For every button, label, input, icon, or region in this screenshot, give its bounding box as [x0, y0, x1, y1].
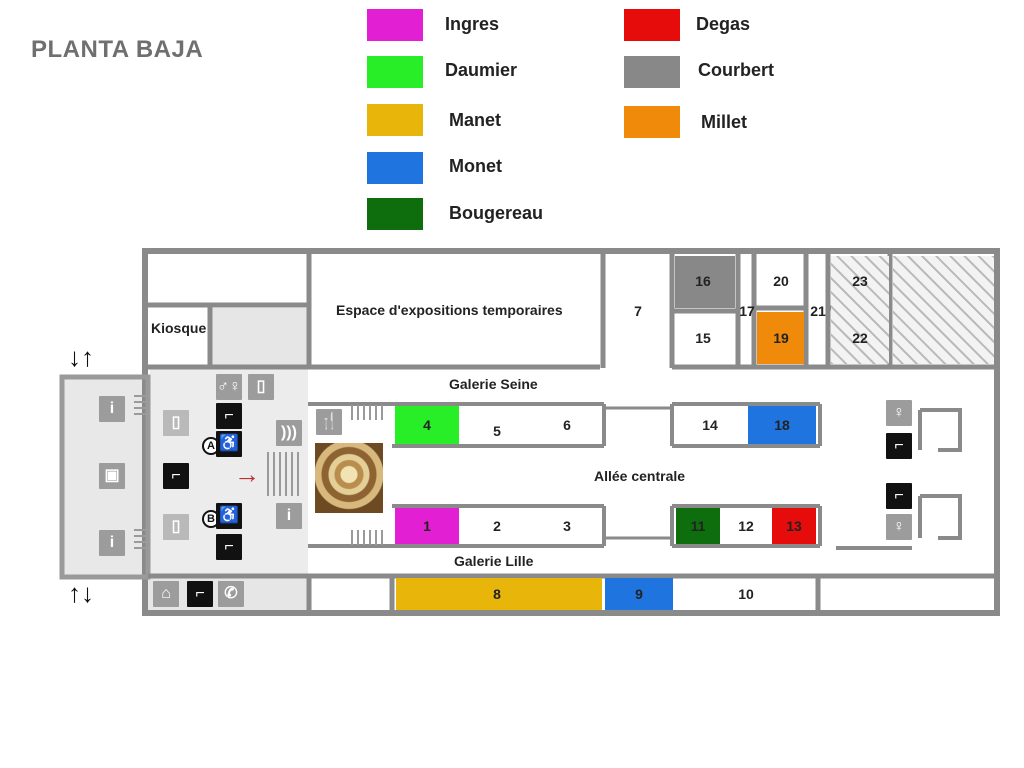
info-icon: i: [99, 396, 125, 422]
room-number-19: 19: [773, 330, 789, 346]
direction-arrow-icon: →: [234, 459, 260, 489]
room-number-16: 16: [695, 273, 711, 289]
room-1: [395, 508, 459, 544]
room-number-15: 15: [695, 330, 711, 346]
legend-swatch-courbert: [624, 56, 680, 88]
entrance-outline: [59, 374, 151, 580]
stairs-icon: ⌐: [216, 403, 242, 429]
up-down-arrows-top: ↓↑: [68, 342, 94, 372]
kiosque-side-room: [212, 308, 307, 366]
legend-swatch-millet: [624, 106, 680, 138]
room-number-5: 5: [493, 423, 501, 439]
room-number-2: 2: [493, 518, 501, 534]
room-number-9: 9: [635, 586, 643, 602]
elevator-accessible-icon: ♿: [216, 503, 242, 529]
area-label-temporary-exhibitions: Espace d'expositions temporaires: [336, 302, 563, 318]
legend-swatch-degas: [624, 9, 680, 41]
building-outline: [142, 248, 1000, 616]
room-13: [772, 508, 816, 544]
legend-label-daumier: Daumier: [445, 60, 518, 80]
legend-swatch-monet: [367, 152, 423, 184]
ticket-icon: ▯: [163, 410, 189, 436]
room-number-12: 12: [738, 518, 754, 534]
room-number-10: 10: [738, 586, 754, 602]
clock-painting-image: [315, 443, 383, 513]
legend-label-ingres: Ingres: [445, 14, 500, 34]
room-number-3: 3: [563, 518, 571, 534]
stairs-icon: ⌐: [216, 534, 242, 560]
elevator-accessible-icon: ♿: [216, 431, 242, 457]
room-number-14: 14: [702, 417, 718, 433]
room-number-13: 13: [786, 518, 802, 534]
room-number-4: 4: [423, 417, 431, 433]
room-number-11: 11: [690, 518, 706, 534]
room-number-21: 21: [810, 303, 826, 319]
info-icon: i: [276, 503, 302, 529]
legend-label-manet: Manet: [449, 110, 502, 130]
room-16: [675, 256, 735, 308]
toilets-icon: ♀: [886, 400, 912, 426]
audioguide-icon: ))): [276, 420, 302, 446]
room-number-8: 8: [493, 586, 501, 602]
room-number-17: 17: [739, 303, 755, 319]
page-title: PLANTA BAJA: [31, 36, 204, 63]
ticket-icon: ▯: [163, 514, 189, 540]
telephone-icon: ✆: [218, 581, 244, 607]
area-label-allee-centrale: Allée centrale: [594, 468, 686, 484]
hatched-area-23-22: [831, 256, 889, 364]
room-number-1: 1: [423, 518, 431, 534]
info-icon: i: [99, 530, 125, 556]
room-number-6: 6: [563, 417, 571, 433]
stairs-icon: ⌐: [187, 581, 213, 607]
legend-label-degas: Degas: [696, 14, 751, 34]
stairs-icon: ⌐: [886, 433, 912, 459]
stairs-down-icon: ⌐: [163, 463, 189, 489]
legend-label-millet: Millet: [701, 112, 748, 132]
room-number-23: 23: [852, 273, 868, 289]
area-label-galerie-lille: Galerie Lille: [454, 553, 534, 569]
legend-swatch-daumier: [367, 56, 423, 88]
area-label-galerie-seine: Galerie Seine: [449, 376, 538, 392]
cloakroom-icon: ▣: [99, 463, 125, 489]
restaurant-icon: 🍴: [316, 409, 342, 435]
room-number-22: 22: [852, 330, 868, 346]
room-4: [395, 406, 459, 444]
legend-swatch-bougereau: [367, 198, 423, 230]
room-11: [676, 508, 720, 544]
legend-swatch-manet: [367, 104, 423, 136]
room-19: [757, 312, 804, 364]
area-label-kiosque: Kiosque: [151, 320, 207, 336]
room-number-7: 7: [634, 303, 642, 319]
ticket-icon: ▯: [248, 374, 274, 400]
room-8: [396, 578, 602, 610]
legend-label-monet: Monet: [449, 156, 502, 176]
legend-swatch-ingres: [367, 9, 423, 41]
toilets-icon: ♀: [886, 514, 912, 540]
toilets-icon: ♂♀: [216, 374, 242, 400]
room-18: [748, 406, 816, 444]
coat-hanger-icon: ⌂: [153, 581, 179, 607]
hatched-area-right: [893, 256, 994, 364]
up-down-arrows-bottom: ↑↓: [68, 578, 94, 608]
stairs-icon: ⌐: [886, 483, 912, 509]
legend-label-courbert: Courbert: [698, 60, 774, 80]
room-number-18: 18: [774, 417, 790, 433]
legend-label-bougereau: Bougereau: [449, 203, 544, 223]
room-number-20: 20: [773, 273, 789, 289]
room-9: [605, 578, 673, 610]
